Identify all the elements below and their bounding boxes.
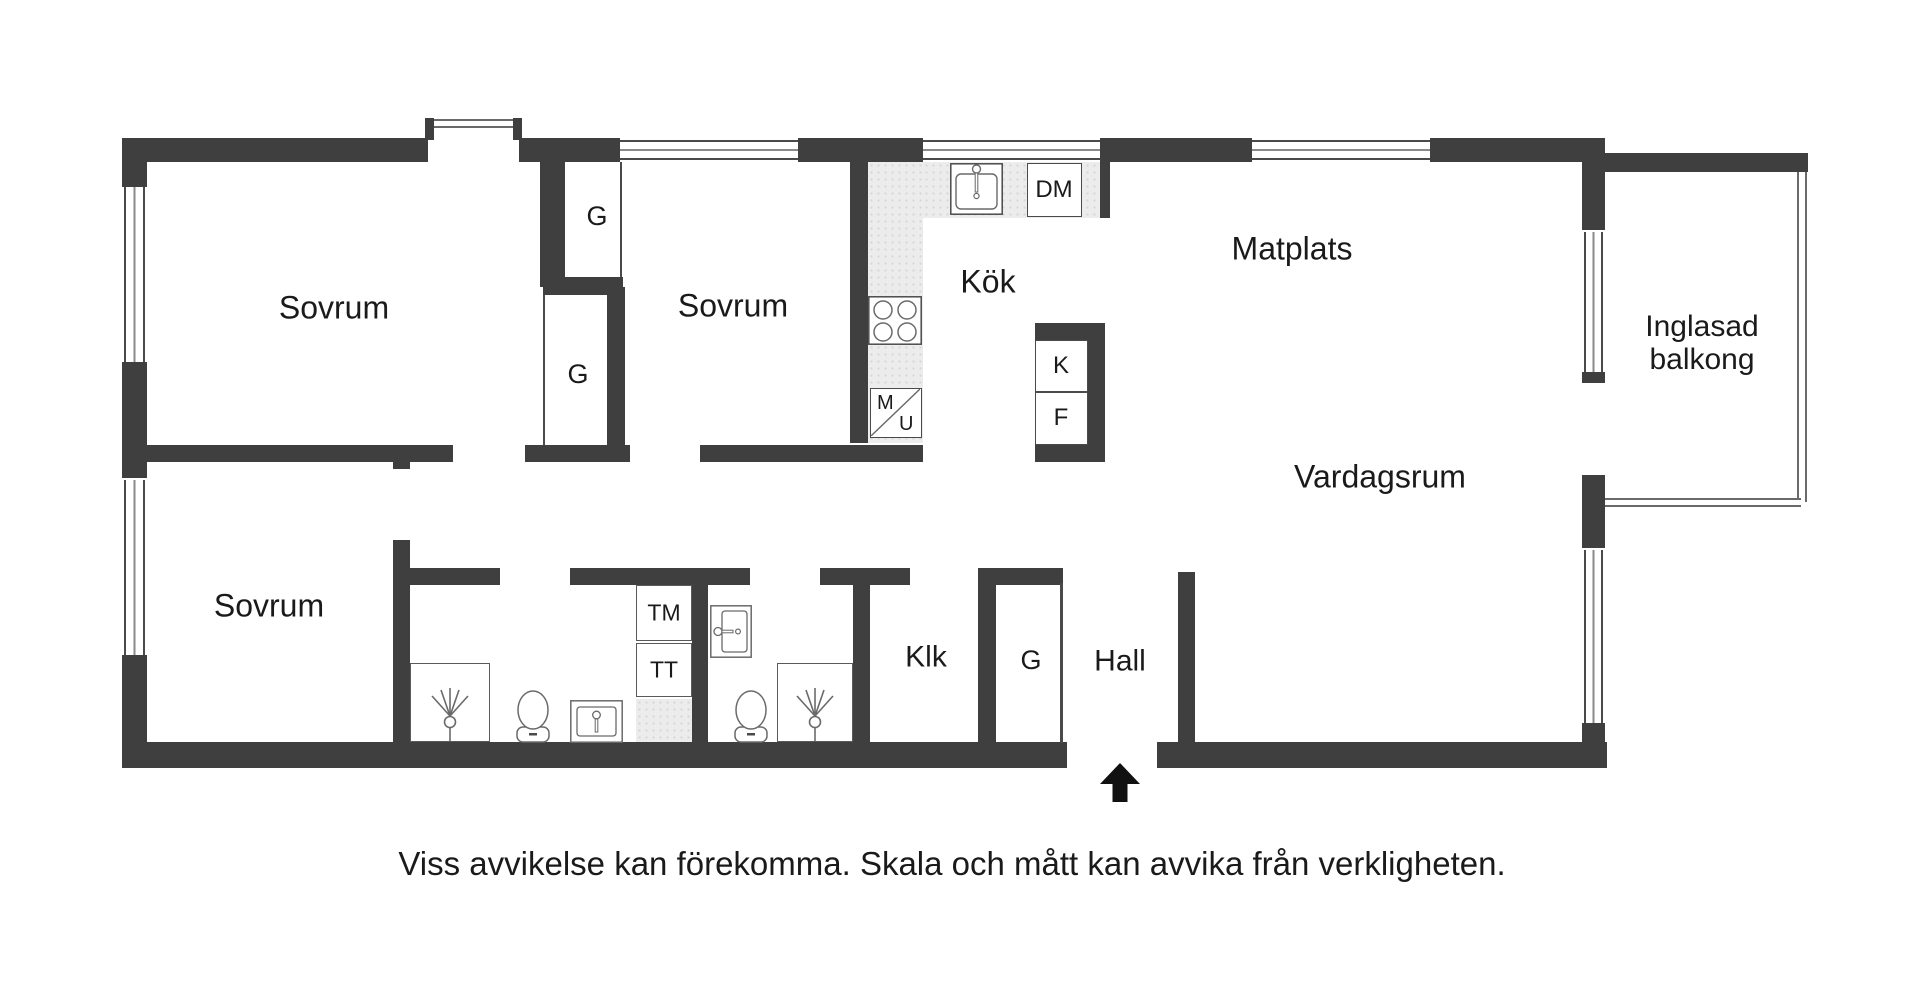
room-label-kok: Kök	[960, 263, 1016, 300]
fridge-box	[1035, 340, 1088, 392]
room-label-klk: Klk	[905, 640, 947, 674]
wall	[410, 568, 500, 585]
freezer-box	[1035, 392, 1088, 445]
wall	[692, 585, 708, 743]
wall	[122, 138, 147, 187]
wall	[143, 445, 453, 462]
room-label-sovrum2: Sovrum	[677, 287, 789, 324]
closet-label-g-top: G	[586, 201, 608, 232]
toilet-icon	[515, 690, 551, 744]
window	[620, 140, 798, 160]
washing-machine-label: TM	[647, 599, 681, 626]
wall	[1605, 153, 1808, 172]
closet-label-g-bottom: G	[567, 359, 589, 390]
wall-sink-icon	[710, 605, 752, 658]
balcony-label-line2: balkong	[1649, 343, 1755, 376]
window	[1252, 140, 1430, 160]
closet-front	[543, 295, 545, 445]
kitchen-sink-icon	[950, 163, 1003, 215]
balcony-glazing	[1797, 172, 1807, 502]
dishwasher-label: DM	[1035, 175, 1073, 203]
shower-spray-icon	[428, 686, 472, 742]
closet-front	[620, 162, 622, 277]
window	[1584, 232, 1603, 372]
wall	[853, 583, 870, 743]
wall	[1035, 323, 1105, 340]
room-label-vardagsrum: Vardagsrum	[1294, 458, 1466, 495]
wall	[820, 568, 910, 585]
window	[124, 187, 145, 362]
wall	[1088, 340, 1105, 462]
stove-icon	[868, 296, 922, 345]
oven-label: U	[899, 413, 914, 435]
disclaimer-text: Viss avvikelse kan förekomma. Skala och …	[398, 845, 1506, 882]
micro-oven-box: M U	[870, 388, 922, 438]
wall	[798, 138, 923, 162]
wall	[1100, 162, 1110, 218]
wall	[607, 287, 625, 447]
washing-machine-box	[636, 585, 692, 641]
closet-label-g-hall: G	[1020, 645, 1042, 676]
wall	[1035, 445, 1105, 462]
window	[923, 140, 1100, 160]
wall	[1582, 372, 1605, 383]
laundry-bench	[636, 699, 692, 742]
wall	[1157, 742, 1607, 768]
wall	[543, 277, 623, 295]
balcony-label-line1: Inglasad	[1645, 310, 1759, 343]
wall	[1582, 723, 1605, 768]
wall	[1178, 572, 1195, 743]
window	[1584, 550, 1603, 723]
dryer-label: TT	[649, 656, 679, 683]
wall	[122, 362, 147, 478]
bathroom-sink-icon	[570, 700, 623, 743]
room-label-sovrum1: Sovrum	[278, 289, 390, 326]
room-label-matplats: Matplats	[1231, 230, 1353, 267]
room-label-sovrum3: Sovrum	[213, 587, 325, 624]
wall	[1582, 138, 1605, 230]
balcony-glazing	[1605, 498, 1801, 507]
freezer-label: F	[1053, 403, 1069, 431]
fridge-label: K	[1052, 351, 1070, 379]
wall	[978, 568, 1063, 585]
closet-front	[1060, 583, 1063, 743]
wall	[425, 118, 434, 140]
window	[124, 480, 145, 655]
window	[434, 119, 513, 128]
wall	[978, 583, 996, 743]
micro-label: M	[877, 392, 894, 414]
room-label-inglasad-balkong: Inglasad balkong	[1645, 310, 1758, 376]
entrance-arrow-icon	[1099, 763, 1141, 803]
wall	[1582, 475, 1605, 548]
room-label-hall: Hall	[1094, 644, 1146, 678]
wall	[122, 742, 1067, 768]
dryer-box	[636, 643, 692, 697]
dishwasher-box	[1027, 163, 1082, 217]
wall	[393, 540, 410, 743]
wall	[540, 155, 565, 287]
wall	[122, 138, 428, 162]
shower-spray-icon	[793, 686, 837, 742]
wall	[850, 162, 868, 443]
wall	[570, 568, 750, 585]
wall	[519, 138, 620, 162]
wall	[1100, 138, 1252, 162]
toilet-icon	[733, 690, 769, 744]
wall	[700, 445, 923, 462]
wall	[525, 445, 630, 462]
wall	[513, 118, 522, 140]
wall	[393, 445, 410, 469]
wall	[1430, 138, 1605, 162]
